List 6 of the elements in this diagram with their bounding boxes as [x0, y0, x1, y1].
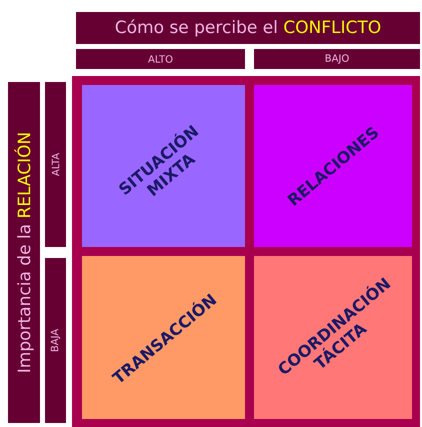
- header-band: BAJO: [254, 49, 420, 69]
- header-band: BAJA: [45, 258, 66, 423]
- header-band: Cómo se percibe el CONFLICTO: [76, 12, 420, 44]
- header-band: ALTA: [45, 82, 66, 247]
- header-band: ALTO: [76, 49, 245, 69]
- header-band: Importancia de la RELACIÓN: [8, 82, 40, 423]
